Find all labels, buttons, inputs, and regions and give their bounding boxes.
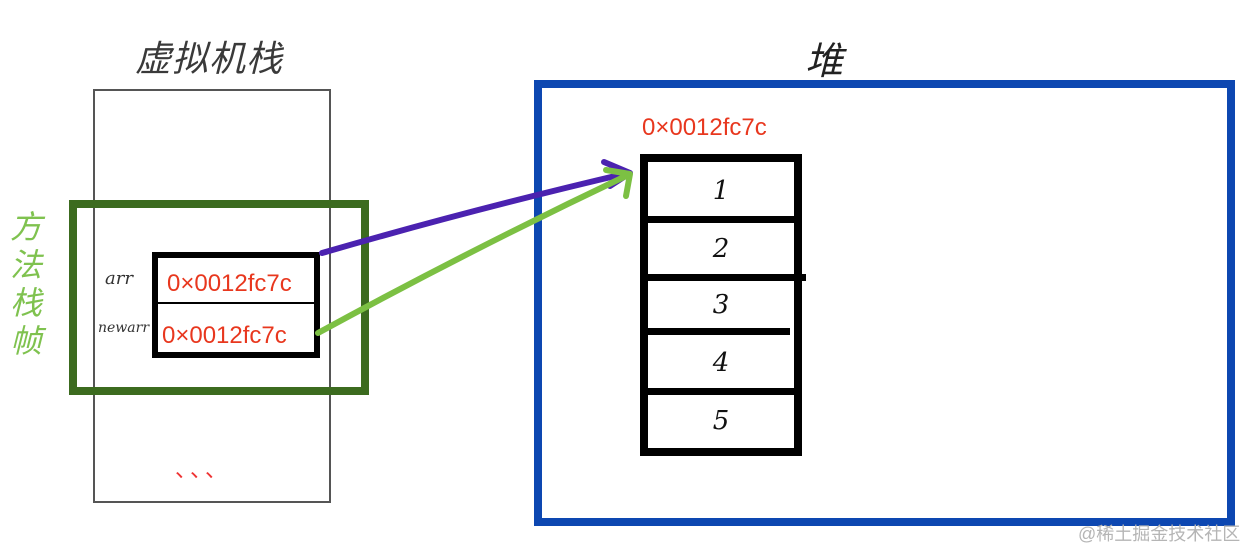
stack-title: 虚拟机栈 bbox=[135, 39, 284, 80]
heap-array: 1 2 3 4 5 bbox=[640, 154, 806, 456]
var-label-newarr: newarr bbox=[98, 320, 150, 336]
array-separator bbox=[644, 216, 798, 223]
arrow-arr-to-heap bbox=[319, 159, 633, 256]
array-separator bbox=[644, 274, 806, 281]
var-label-arr: arr bbox=[105, 268, 133, 289]
local-variable-table: 0×0012fc7c 0×0012fc7c bbox=[152, 252, 320, 358]
watermark: @稀土掘金技术社区 bbox=[1078, 524, 1241, 544]
stack-ellipsis: 、、、 bbox=[175, 457, 232, 482]
method-frame-box bbox=[69, 200, 369, 395]
array-separator bbox=[644, 388, 798, 395]
array-element-3: 3 bbox=[712, 290, 730, 320]
array-element-5: 5 bbox=[712, 406, 730, 436]
heap-box bbox=[534, 80, 1235, 526]
heap-array-address: 0×0012fc7c bbox=[642, 114, 767, 141]
var-value-arr: 0×0012fc7c bbox=[167, 270, 292, 297]
array-element-2: 2 bbox=[712, 234, 730, 264]
var-value-newarr: 0×0012fc7c bbox=[162, 322, 287, 349]
heap-title: 堆 bbox=[805, 39, 844, 83]
array-element-4: 4 bbox=[712, 348, 730, 378]
var-divider bbox=[158, 302, 314, 304]
array-separator bbox=[648, 328, 790, 335]
vm-stack-box bbox=[93, 89, 331, 503]
array-element-1: 1 bbox=[712, 176, 730, 206]
frame-label: 方法栈帧 bbox=[9, 208, 42, 360]
arrow-newarr-to-heap bbox=[315, 167, 633, 336]
